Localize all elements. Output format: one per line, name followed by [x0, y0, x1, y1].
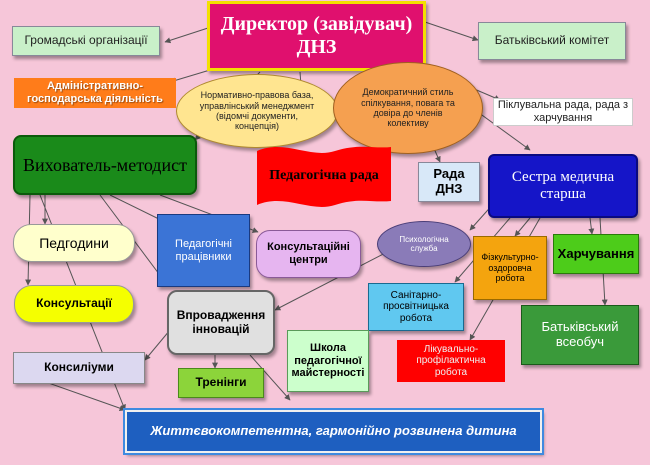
ped-workers-box: Педагогічні працівники: [157, 214, 250, 287]
ped-hours-box: Педгодини: [13, 224, 135, 262]
consult-centers-label: Консультаційні центри: [267, 241, 350, 266]
trustees-box: Піклувальна рада, рада з харчування: [493, 98, 633, 126]
physical-box: Фізкультурно-оздоровча робота: [473, 236, 547, 300]
dnz-council-box: Рада ДНЗ: [418, 162, 480, 202]
regulatory-label: Нормативно-правова база, управлінський м…: [199, 90, 315, 132]
link-nurse-nutrition: [588, 217, 595, 235]
parents-committee-box: Батьківський комітет: [478, 22, 626, 60]
head-nurse-box: Сестра медична старша: [488, 154, 638, 218]
innovations-label: Впровадження інновацій: [176, 307, 266, 336]
consultations-box: Консультації: [14, 285, 134, 323]
consiliums-box: Консиліуми: [13, 352, 145, 384]
consiliums-label: Консиліуми: [44, 360, 114, 375]
result-label: Життєвокомпетентна, гармонійно розвинена…: [150, 423, 517, 439]
psych-service-ellipse: Психологічна служба: [377, 221, 471, 267]
link-innovations-consiliums: [144, 329, 171, 361]
trainings-box: Тренінги: [178, 368, 264, 398]
dnz-council-label: Рада ДНЗ: [433, 166, 465, 196]
sanitary-box: Санітарно-просвітницька робота: [368, 283, 464, 331]
trainings-label: Тренінги: [195, 375, 247, 390]
methodist-box: Вихователь-методист: [13, 135, 197, 195]
public-organizations-label: Громадські організації: [24, 33, 148, 48]
school-box: Школа педагогічної майстерності: [287, 330, 369, 392]
democratic-ellipse: Демократичний стиль спілкування, повага …: [333, 62, 483, 154]
parents-committee-label: Батьківський комітет: [494, 33, 610, 48]
school-label: Школа педагогічної майстерності: [291, 342, 365, 380]
parents-education-label: Батьківський всеобуч: [541, 319, 619, 349]
consult-centers-box: Консультаційні центри: [256, 230, 361, 278]
parents-education-box: Батьківський всеобуч: [521, 305, 639, 365]
link-consiliums-result: [39, 379, 126, 412]
result-box: Життєвокомпетентна, гармонійно розвинена…: [123, 408, 544, 455]
link-methodist-pedworkers: [109, 194, 166, 223]
psych-service-label: Психологічна служба: [399, 234, 449, 253]
link-director-publicorgs: [164, 27, 209, 44]
ped-council-label: Педагогічна рада: [269, 167, 379, 183]
trustees-label: Піклувальна рада, рада з харчування: [497, 99, 629, 124]
methodist-label: Вихователь-методист: [23, 154, 187, 175]
ped-council-label-wrap: Педагогічна рада: [255, 143, 393, 209]
link-nurse-physical: [514, 217, 531, 237]
public-organizations-box: Громадські організації: [12, 26, 160, 56]
medical-box: Лікувально-профілактична робота: [397, 340, 505, 382]
regulatory-ellipse: Нормативно-правова база, управлінський м…: [176, 74, 338, 148]
nutrition-box: Харчування: [553, 234, 639, 274]
admin-economic-box: Адміністративно-господарська діяльність: [14, 78, 176, 108]
democratic-label: Демократичний стиль спілкування, повага …: [361, 87, 455, 129]
director-box: Директор (завідувач) ДНЗ: [207, 1, 426, 71]
link-innovations-school: [249, 354, 291, 401]
admin-economic-label: Адміністративно-господарська діяльність: [27, 80, 163, 105]
head-nurse-label: Сестра медична старша: [511, 168, 615, 202]
consultations-label: Консультації: [36, 296, 112, 311]
medical-label: Лікувально-профілактична робота: [416, 343, 486, 378]
physical-label: Фізкультурно-оздоровча робота: [481, 252, 539, 284]
link-director-parentscommittee: [424, 21, 479, 42]
sanitary-label: Санітарно-просвітницька робота: [383, 289, 449, 324]
link-psych-innovations: [274, 247, 396, 311]
link-director-admin: [169, 69, 211, 84]
ped-council-flag: [257, 146, 391, 207]
ped-hours-label: Педгодини: [39, 234, 109, 251]
innovations-box: Впровадження інновацій: [167, 290, 275, 355]
ped-workers-label: Педагогічні працівники: [175, 237, 232, 263]
director-label: Директор (завідувач) ДНЗ: [220, 13, 413, 58]
nutrition-label: Харчування: [557, 245, 635, 261]
